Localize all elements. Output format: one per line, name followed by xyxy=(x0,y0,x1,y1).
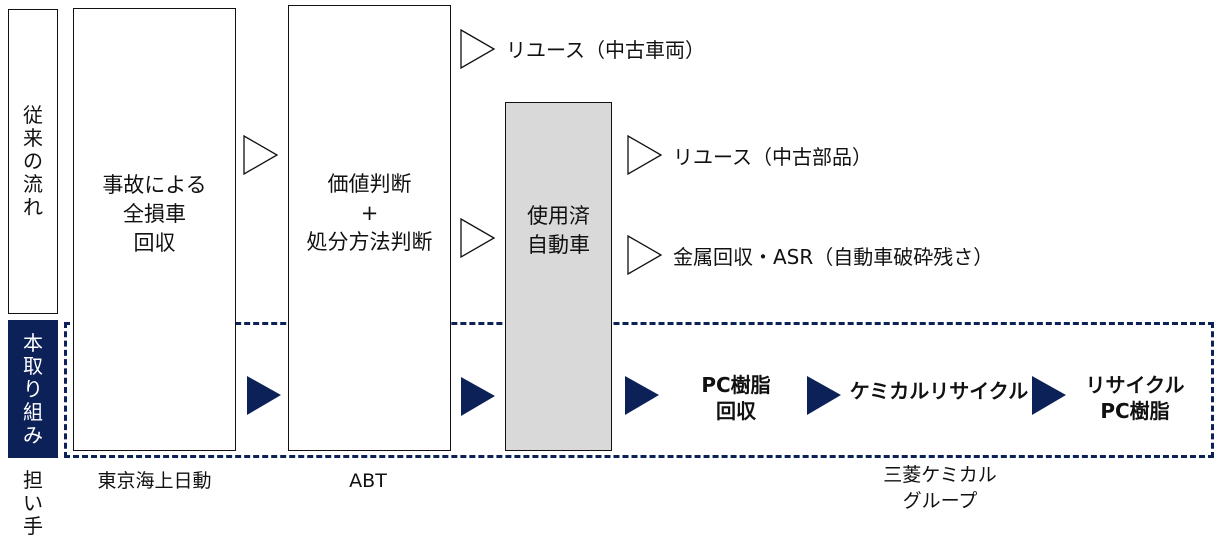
step-pc-resin-collection: PC樹脂 回収 xyxy=(701,373,771,423)
output-metal-asr: 金属回収・ASR（自動車破砕残さ） xyxy=(673,245,994,269)
outline-arrow-icon xyxy=(627,135,663,175)
process-box-label: 事故による 全損車 回収 xyxy=(102,173,207,255)
row-label-char: 本 xyxy=(23,330,43,355)
initiative-boundary xyxy=(64,322,1214,458)
outline-arrow-icon xyxy=(627,235,663,275)
process-box-accident-collection: 事故による 全損車 回収 xyxy=(73,8,236,451)
actor-mitsubishi-chemical: 三菱ケミカル グループ xyxy=(883,464,997,512)
step-recycled-pc-resin: リサイクル PC樹脂 xyxy=(1085,373,1185,423)
filled-arrow-icon xyxy=(461,377,495,416)
process-box-value-judgement: 価値判断 + 処分方法判断 xyxy=(288,5,451,451)
row-label-initiative: 本 取 り 組 み xyxy=(8,320,58,458)
outline-arrow-icon xyxy=(460,29,496,69)
step-chemical-recycling: ケミカルリサイクル xyxy=(849,379,1029,403)
actor-tokio-marine: 東京海上日動 xyxy=(97,470,212,492)
row-label-char: 流 xyxy=(23,172,43,196)
actor-abt: ABT xyxy=(349,470,387,492)
row-label-char: 来 xyxy=(23,126,43,150)
row-label-char: の xyxy=(23,149,43,173)
process-box-label: 使用済 自動車 xyxy=(527,203,590,257)
row-label-char: 従 xyxy=(23,103,43,127)
row-label-char: み xyxy=(23,422,43,447)
row-label-char: れ xyxy=(23,195,43,219)
outline-arrow-icon xyxy=(243,135,279,175)
output-reuse-parts: リユース（中古部品） xyxy=(673,145,872,169)
filled-arrow-icon xyxy=(807,376,841,415)
row-label-char: 担 xyxy=(23,467,43,492)
row-label-conventional-flow: 従 来 の 流 れ xyxy=(8,9,58,314)
outline-arrow-icon xyxy=(460,218,496,258)
filled-arrow-icon xyxy=(1032,376,1066,415)
row-label-char: 手 xyxy=(23,513,43,538)
process-box-label: 価値判断 + 処分方法判断 xyxy=(306,171,433,254)
output-reuse-vehicle: リユース（中古車両） xyxy=(506,38,705,62)
filled-arrow-icon xyxy=(247,376,281,415)
row-label-actor: 担 い 手 xyxy=(8,463,58,543)
row-label-char: 組 xyxy=(23,399,43,424)
row-label-char: り xyxy=(23,376,43,401)
filled-arrow-icon xyxy=(625,376,659,415)
row-label-char: 取 xyxy=(23,353,43,378)
process-box-used-vehicle: 使用済 自動車 xyxy=(505,102,612,451)
row-label-char: い xyxy=(23,490,43,515)
